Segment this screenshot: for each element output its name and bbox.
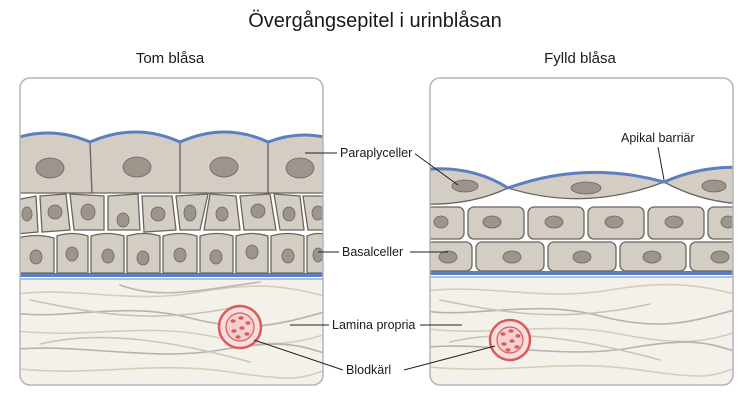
- panel-frame-full: [429, 77, 734, 386]
- collagen-fibers-full: [430, 283, 733, 377]
- leader-apikal-barriar: [657, 146, 665, 181]
- leader-blodkarl-right: [403, 345, 496, 371]
- umbrella-nuclei-empty: [35, 156, 315, 179]
- intermediate-nuclei-full: [433, 215, 733, 229]
- label-basalceller: Basalceller: [339, 244, 407, 260]
- panel-full-bladder: [430, 78, 733, 385]
- label-apikal-barriar: Apikal barriär: [618, 130, 698, 146]
- intermediate-nuclei-empty: [21, 203, 323, 228]
- panel-title-empty: Tom blåsa: [135, 50, 205, 67]
- leader-paraplyceller-right: [413, 152, 459, 186]
- apical-membrane-empty: [20, 130, 323, 144]
- label-lamina-propria: Lamina propria: [329, 317, 419, 333]
- label-blodkarl: Blodkärl: [343, 362, 395, 378]
- blood-vessel-full: [488, 318, 532, 362]
- basal-nuclei-full: [438, 250, 730, 264]
- apical-membrane-full: [430, 165, 733, 190]
- collagen-fibers: [20, 281, 323, 379]
- panel-title-full: Fylld blåsa: [544, 50, 616, 67]
- basal-nuclei-empty: [29, 244, 323, 266]
- blood-vessel-empty: [217, 304, 263, 350]
- umbrella-nuclei-full: [451, 179, 727, 195]
- label-paraplyceller: Paraplyceller: [337, 145, 416, 161]
- panel-frame-empty: [19, 77, 324, 386]
- panel-empty-bladder: [20, 78, 323, 385]
- leader-lines: [253, 146, 665, 371]
- diagram-title: Övergångsepitel i urinblåsan: [248, 10, 502, 32]
- leader-blodkarl-left: [253, 339, 344, 371]
